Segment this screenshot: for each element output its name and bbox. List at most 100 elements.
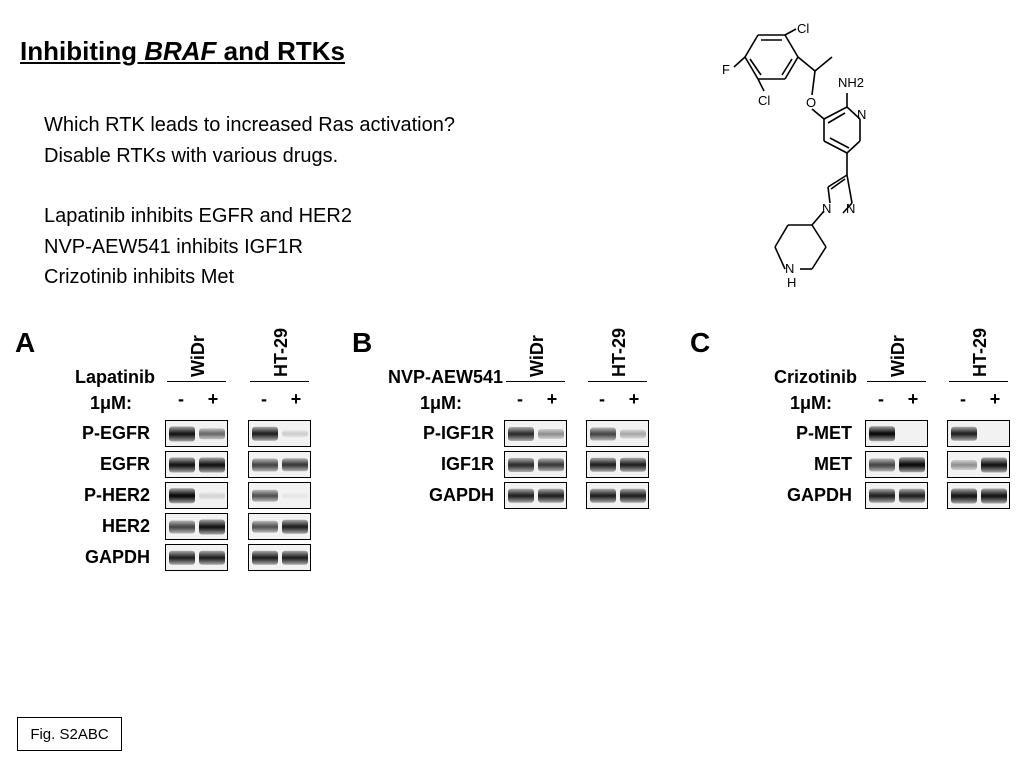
- atom-cl-top: Cl: [797, 21, 809, 36]
- panel-c-cell-line-ht-29: HT-29: [970, 327, 990, 377]
- panel-b-blot-igf1r: [586, 451, 649, 478]
- panel-a-blot-egfr: [248, 451, 311, 478]
- panel-a-letter: A: [15, 327, 36, 358]
- body-line-1: Which RTK leads to increased Ras activat…: [44, 114, 455, 136]
- blot-band: [169, 457, 195, 472]
- blot-band: [199, 491, 225, 500]
- panel-c-drug-label: Crizotinib: [774, 367, 857, 387]
- blot-band: [169, 550, 195, 565]
- atom-nh2: NH2: [838, 75, 864, 90]
- blot-band: [590, 427, 616, 440]
- molecule-bonds: [733, 28, 861, 270]
- panel-c-blot-p-met: [865, 420, 928, 447]
- blot-band: [899, 456, 925, 473]
- panel-a-blot-egfr: [165, 451, 228, 478]
- panel-b-row-label-igf1r: IGF1R: [440, 454, 494, 474]
- panel-a-cell-line-underline: [167, 381, 226, 382]
- blot-band: [981, 457, 1007, 472]
- blot-band: [252, 550, 278, 565]
- blot-band: [169, 487, 195, 504]
- atom-n-piperidine: N: [785, 261, 794, 276]
- panel-a-treatment-sign: -: [178, 389, 184, 409]
- blot-band: [282, 457, 308, 472]
- panel-c-blot-met: [865, 451, 928, 478]
- panel-a-row-label-her2: HER2: [101, 516, 150, 536]
- panel-a-concentration-label: 1μM:: [89, 393, 132, 413]
- blot-band: [252, 458, 278, 471]
- blot-band: [869, 488, 895, 503]
- title-pre: Inhibiting: [20, 36, 145, 66]
- panel-a-blot-her2: [248, 513, 311, 540]
- panel-a-row-label-egfr: EGFR: [99, 454, 150, 474]
- panel-c-blot-gapdh: [947, 482, 1010, 509]
- blot-band: [282, 492, 308, 499]
- blot-band: [282, 519, 308, 534]
- panel-a-drug-label: Lapatinib: [75, 367, 155, 387]
- panel-b-blot-gapdh: [586, 482, 649, 509]
- panel-a-cell-line-ht-29: HT-29: [271, 327, 291, 377]
- body-line-2: Disable RTKs with various drugs.: [44, 144, 339, 167]
- panel-a-row-label-p-her2: P-HER2: [83, 485, 150, 505]
- blot-band: [869, 458, 895, 471]
- blot-band: [620, 457, 646, 472]
- panel-b-blot-gapdh: [504, 482, 567, 509]
- blot-band: [199, 457, 225, 472]
- blot-band: [869, 425, 895, 442]
- panel-b-cell-line-underline: [506, 381, 565, 382]
- blot-band: [538, 428, 564, 439]
- panel-c-cell-line-underline: [949, 381, 1008, 382]
- panel-a-blot-gapdh: [165, 544, 228, 571]
- blot-band: [169, 426, 195, 441]
- atom-h-piperidine: H: [787, 275, 796, 290]
- blot-band: [282, 429, 308, 438]
- atom-f: F: [722, 62, 730, 77]
- panel-a-blot-p-egfr: [165, 420, 228, 447]
- blot-band: [590, 488, 616, 503]
- panel-c-blot-met: [947, 451, 1010, 478]
- panel-a-blot-gapdh: [248, 544, 311, 571]
- atom-n-pyridine: N: [857, 107, 866, 122]
- panel-b-row-label-p-igf1r: P-IGF1R: [422, 423, 494, 443]
- panel-c-row-label-p-met: P-MET: [796, 423, 852, 443]
- body-line-6: Crizotinib inhibits Met: [44, 266, 235, 288]
- panel-b-blot-p-igf1r: [504, 420, 567, 447]
- panel-a-blot-p-egfr: [248, 420, 311, 447]
- blot-band: [282, 550, 308, 565]
- panel-b-cell-line-ht-29: HT-29: [609, 327, 629, 377]
- panel-b-blot-p-igf1r: [586, 420, 649, 447]
- panel-c-treatment-sign: -: [960, 389, 966, 409]
- title-italic: BRAF: [144, 36, 217, 66]
- panel-b-letter: B: [352, 327, 373, 358]
- panel-c-letter: C: [690, 327, 711, 358]
- panel-c-cell-line-underline: [867, 381, 926, 382]
- panel-b-drug-label: NVP-AEW541: [387, 367, 503, 387]
- blot-band: [252, 489, 278, 502]
- panel-c-treatment-sign: -: [878, 389, 884, 409]
- blot-band: [951, 459, 977, 470]
- panel-c-row-label-gapdh: GAPDH: [786, 485, 852, 505]
- blot-band: [951, 426, 977, 441]
- crizotinib-structure-diagram: Cl F Cl O NH2 N N N N H: [722, 21, 866, 290]
- body-spacer: [44, 171, 455, 201]
- atom-o: O: [806, 95, 816, 110]
- panel-a-treatment-sign: -: [261, 389, 267, 409]
- atom-cl-bottom: Cl: [758, 93, 770, 108]
- blot-band: [620, 429, 646, 438]
- blot-band: [538, 488, 564, 503]
- body-line-4: Lapatinib inhibits EGFR and HER2: [44, 205, 352, 227]
- panel-b-treatment-sign: +: [628, 389, 640, 409]
- panel-c-treatment-sign: +: [907, 389, 919, 409]
- blot-band: [252, 426, 278, 441]
- panel-a-cell-line-widr: WiDr: [188, 335, 208, 377]
- figure-reference-box: Fig. S2ABC: [17, 717, 122, 751]
- body-line-5: NVP-AEW541 inhibits IGF1R: [44, 235, 303, 258]
- title-post: and RTKs: [216, 36, 345, 66]
- blot-band: [538, 457, 564, 472]
- blot-band: [199, 519, 225, 534]
- panel-b-concentration-label: 1μM:: [419, 393, 462, 413]
- blot-band: [590, 457, 616, 472]
- panel-a-cell-line-underline: [250, 381, 309, 382]
- atom-n-pyrazole-1: N: [822, 201, 831, 216]
- blot-band: [199, 427, 225, 440]
- blot-band: [508, 426, 534, 441]
